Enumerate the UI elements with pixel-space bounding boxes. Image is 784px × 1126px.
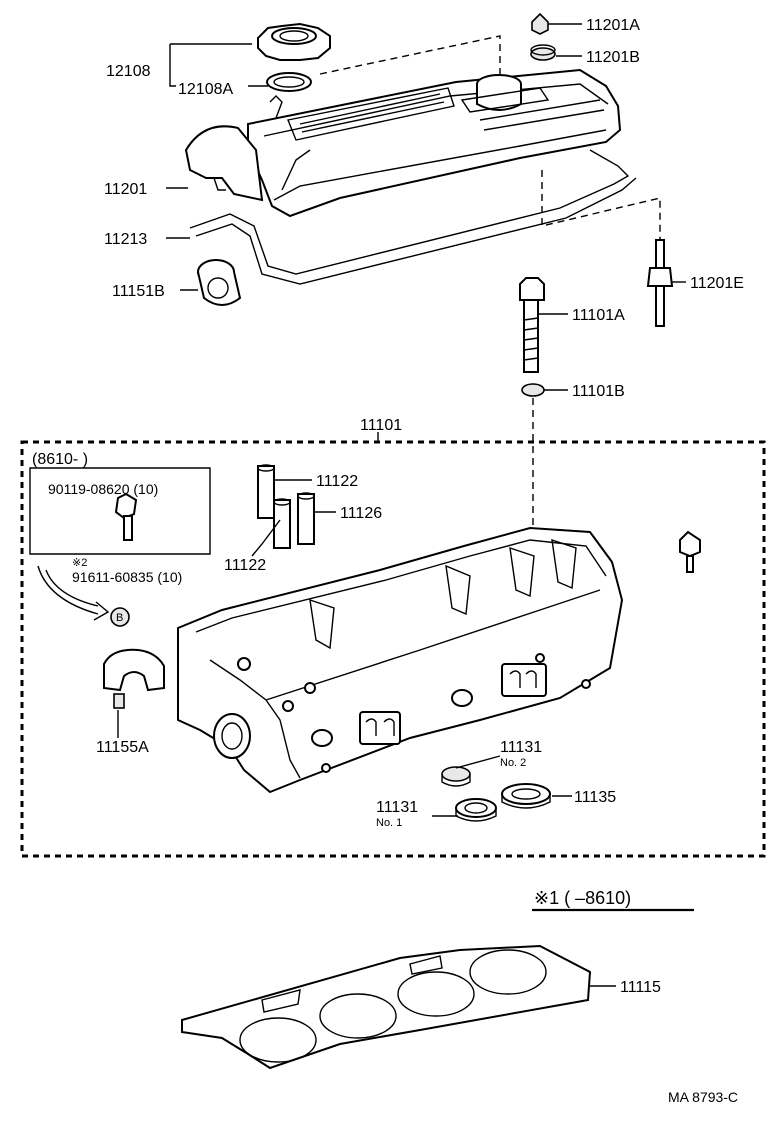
label-note-2: ※2 xyxy=(72,557,87,569)
oil-filler-cap-illustration xyxy=(257,22,331,61)
circle-b-marker xyxy=(110,607,130,627)
label-11151B: 11151B xyxy=(112,283,165,300)
camshaft-bearing-cap-illustration xyxy=(103,648,165,692)
label-11131-no2: 11131 xyxy=(500,739,542,756)
part-number-labels: 12108 12108A 11201A 11201B 11201 11213 1… xyxy=(32,17,744,1105)
cylinder-head-gasket-illustration xyxy=(181,944,592,1070)
plug-no2-illustration xyxy=(441,766,471,787)
label-11201B: 11201B xyxy=(586,49,640,66)
leader-lines xyxy=(117,23,694,987)
label-11101B: 11101B xyxy=(572,383,625,400)
cylinder-head-illustration xyxy=(177,526,624,794)
label-no-1: No. 1 xyxy=(376,817,402,829)
cover-gasket-illustration xyxy=(189,149,637,285)
label-11201: 11201 xyxy=(104,181,147,198)
label-11201E: 11201E xyxy=(690,275,744,292)
plug-no1-illustration xyxy=(455,798,497,822)
label-11115: 11115 xyxy=(620,979,661,996)
stud-bolt-illustration xyxy=(646,239,674,327)
label-no-2: No. 2 xyxy=(500,757,526,769)
label-11135: 11135 xyxy=(574,789,616,806)
plug-11135-illustration xyxy=(501,783,551,809)
head-bolt-washer-illustration xyxy=(521,383,545,397)
camshaft-seal-illustration xyxy=(197,259,242,306)
label-11201A: 11201A xyxy=(586,17,640,34)
label-91611-60835: 91611-60835 (10) xyxy=(72,569,182,585)
label-11101: 11101 xyxy=(360,417,402,434)
label-11213: 11213 xyxy=(104,231,147,248)
valve-guide-bushing-1 xyxy=(257,464,275,519)
label-12108: 12108 xyxy=(106,63,151,80)
inset-box-8610 xyxy=(29,467,211,555)
diagram-reference-code: MA 8793-C xyxy=(668,1089,738,1105)
valve-guide-bushing-2 xyxy=(273,498,291,549)
label-11122-bottom: 11122 xyxy=(224,557,266,574)
head-stud-illustration xyxy=(679,530,701,573)
label-11122-top: 11122 xyxy=(316,473,358,490)
valve-guide-bushing-3 xyxy=(297,492,315,545)
cylinder-head-cover-illustration xyxy=(184,68,622,218)
curved-arrow xyxy=(37,565,110,621)
head-bolt-illustration xyxy=(519,277,545,373)
assembly-boundary-box xyxy=(20,440,766,858)
cover-nut-illustration xyxy=(531,12,549,35)
label-90119-08620: 90119-08620 (10) xyxy=(48,481,158,497)
oil-cap-gasket-illustration xyxy=(266,72,312,92)
label-11155A: 11155A xyxy=(96,739,149,756)
dowel-pin-illustration xyxy=(113,693,125,709)
label-11126: 11126 xyxy=(340,505,382,522)
label-12108A: 12108A xyxy=(178,81,233,98)
label-note-1-range: ※1 ( –8610) xyxy=(534,888,631,908)
label-8610-range: (8610- ) xyxy=(32,451,88,468)
label-circle-b: B xyxy=(116,612,123,624)
label-11131-no1: 11131 xyxy=(376,799,418,816)
cover-grommet-illustration xyxy=(530,44,556,61)
label-11101A: 11101A xyxy=(572,307,625,324)
